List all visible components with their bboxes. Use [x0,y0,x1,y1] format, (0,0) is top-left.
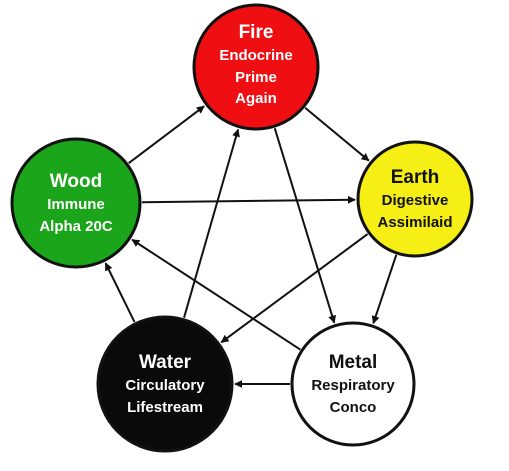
arrow-wood-to-earth [141,195,356,204]
fire-title: Fire [239,22,274,43]
wood-title: Wood [50,171,102,192]
fire-remedy-word: Again [235,90,277,107]
arrow-earth-to-water [220,233,369,344]
wood-remedy-label: Alpha 20C [39,218,113,235]
metal-title: Metal [329,352,378,373]
water-system-label: Circulatory [125,377,205,394]
arrow-water-to-fire [183,128,240,318]
metal-remedy-label: Conco [330,399,377,416]
wood-system-label: Immune [47,196,105,213]
wood-circle [10,137,142,269]
metal-node: Metal Respiratory Conco [290,321,416,447]
earth-system-label: Digestive [382,192,449,209]
fire-remedy-word: Prime [235,69,277,86]
arrow-wood-to-fire [128,105,205,165]
earth-title: Earth [391,167,440,188]
arrow-fire-to-metal [273,127,336,324]
arrows [104,105,398,388]
metal-system-label: Respiratory [311,377,395,394]
arrow-water-to-wood [104,262,136,323]
water-circle [96,315,234,453]
earth-circle [356,140,474,258]
arrow-fire-to-earth [304,107,370,162]
arrow-metal-to-wood [131,238,301,351]
water-remedy-label: Lifestream [127,399,203,416]
metal-circle [290,321,416,447]
arrow-earth-to-metal [371,254,398,325]
water-title: Water [139,352,192,373]
fire-circle [192,3,320,131]
earth-node: Earth Digestive Assimilaid [356,140,474,258]
earth-remedy-label: Assimilaid [377,214,452,231]
fire-system-label: Endocrine [219,47,292,64]
water-node: Water Circulatory Lifestream [96,315,234,453]
wood-node: Wood Immune Alpha 20C [10,137,142,269]
